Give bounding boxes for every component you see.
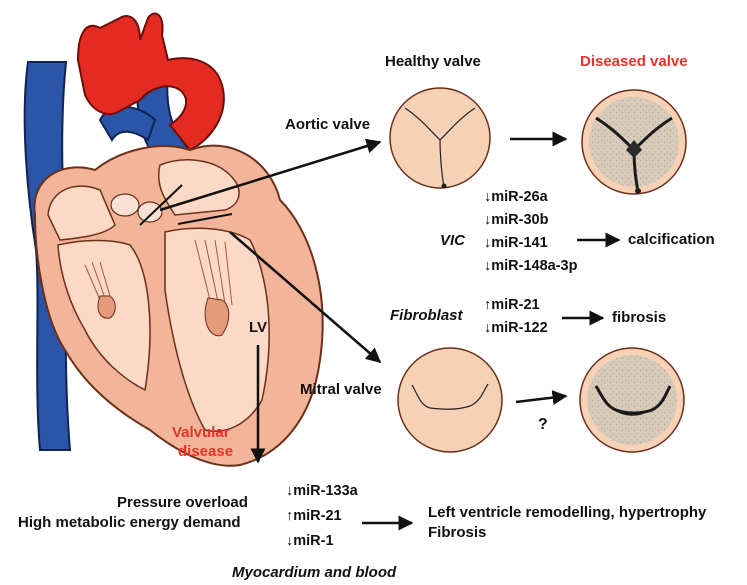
lv-label: LV: [249, 319, 267, 336]
mirna-item: ↓miR-30b: [484, 212, 548, 228]
healthy-valve-header: Healthy valve: [385, 53, 481, 70]
mirna-item: ↓miR-141: [484, 235, 548, 251]
valvular-disease-line1: Valvular: [172, 424, 230, 441]
mirna-item: ↓miR-148a-3p: [484, 258, 577, 274]
mirna-item: ↓miR-1: [286, 533, 334, 549]
diseased-aortic-valve: [582, 90, 686, 194]
fibrosis-outcome-label: Fibrosis: [428, 524, 486, 541]
healthy-mitral-valve: [398, 348, 502, 452]
fibroblast-label: Fibroblast: [390, 307, 463, 324]
metabolic-demand-label: High metabolic energy demand: [18, 514, 241, 531]
mirna-item: ↑miR-21: [286, 508, 342, 524]
fibrosis-label: fibrosis: [612, 309, 666, 326]
pressure-overload-label: Pressure overload: [117, 494, 248, 511]
myocardium-footer: Myocardium and blood: [232, 564, 396, 581]
mirna-item: ↓miR-133a: [286, 483, 358, 499]
valvular-disease-line2: disease: [178, 443, 233, 460]
diseased-valve-header: Diseased valve: [580, 53, 688, 70]
heart-illustration: [25, 13, 323, 465]
remodelling-label: Left ventricle remodelling, hypertrophy: [428, 504, 706, 521]
aortic-valve-label: Aortic valve: [285, 116, 370, 133]
mitral-progression-arrow: [516, 396, 566, 402]
vic-label: VIC: [440, 232, 465, 249]
mirna-item: ↓miR-26a: [484, 189, 548, 205]
mirna-item: ↓miR-122: [484, 320, 548, 336]
healthy-aortic-valve: [390, 88, 490, 189]
mitral-valve-label: Mitral valve: [300, 381, 382, 398]
mirna-item: ↑miR-21: [484, 297, 540, 313]
diseased-mitral-valve: [580, 348, 684, 452]
unknown-marker: ?: [538, 416, 548, 434]
calcification-label: calcification: [628, 231, 715, 248]
